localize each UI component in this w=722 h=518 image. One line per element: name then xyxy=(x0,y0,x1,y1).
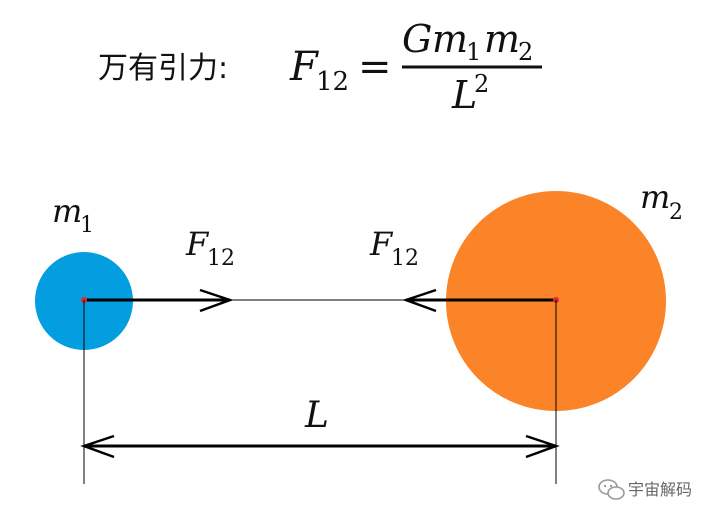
force-arrow-m1-head xyxy=(199,288,234,313)
watermark: 宇宙解码 xyxy=(598,479,692,500)
formula-header: 万有引力: F 12 = G m 1 m 2 L 2 xyxy=(98,17,542,117)
formula-numerator-m2-sub: 2 xyxy=(518,38,533,66)
formula-label: 万有引力: xyxy=(98,51,228,86)
formula-denominator-L: L xyxy=(451,73,477,117)
mass-m2-label: m 2 xyxy=(640,178,683,225)
formula-numerator-m1: m xyxy=(432,17,468,61)
wechat-icon xyxy=(598,479,625,500)
force-label-left: F 12 xyxy=(185,225,235,271)
force-left-symbol: F xyxy=(185,225,210,263)
formula-lhs-symbol: F xyxy=(289,44,319,90)
distance-arrow-left-head xyxy=(80,434,115,459)
force-left-subscript: 12 xyxy=(207,246,235,271)
distance-arrow xyxy=(80,434,560,459)
force-arrow-on-m1 xyxy=(84,288,234,313)
formula-denominator-exp: 2 xyxy=(474,70,489,98)
formula-lhs-subscript: 12 xyxy=(316,67,349,97)
mass-m1-label: m 1 xyxy=(52,192,94,238)
mass-m2-symbol: m xyxy=(640,178,670,216)
force-arrow-m2-head xyxy=(402,288,437,313)
distance-label: L xyxy=(304,395,329,436)
formula-numerator-G: G xyxy=(402,17,432,61)
mass-m1-symbol: m xyxy=(52,192,82,230)
formula-numerator-m2: m xyxy=(484,17,520,61)
distance-arrow-right-head xyxy=(525,434,560,459)
mass-m2-subscript: 2 xyxy=(669,200,683,225)
watermark-text: 宇宙解码 xyxy=(628,480,692,499)
formula-equals: = xyxy=(358,44,392,90)
force-label-right: F 12 xyxy=(369,225,419,271)
force-arrow-on-m2 xyxy=(402,288,556,313)
force-right-subscript: 12 xyxy=(391,246,419,271)
mass-m1-subscript: 1 xyxy=(80,213,94,238)
formula-numerator-m1-sub: 1 xyxy=(466,38,481,66)
force-right-symbol: F xyxy=(369,225,394,263)
